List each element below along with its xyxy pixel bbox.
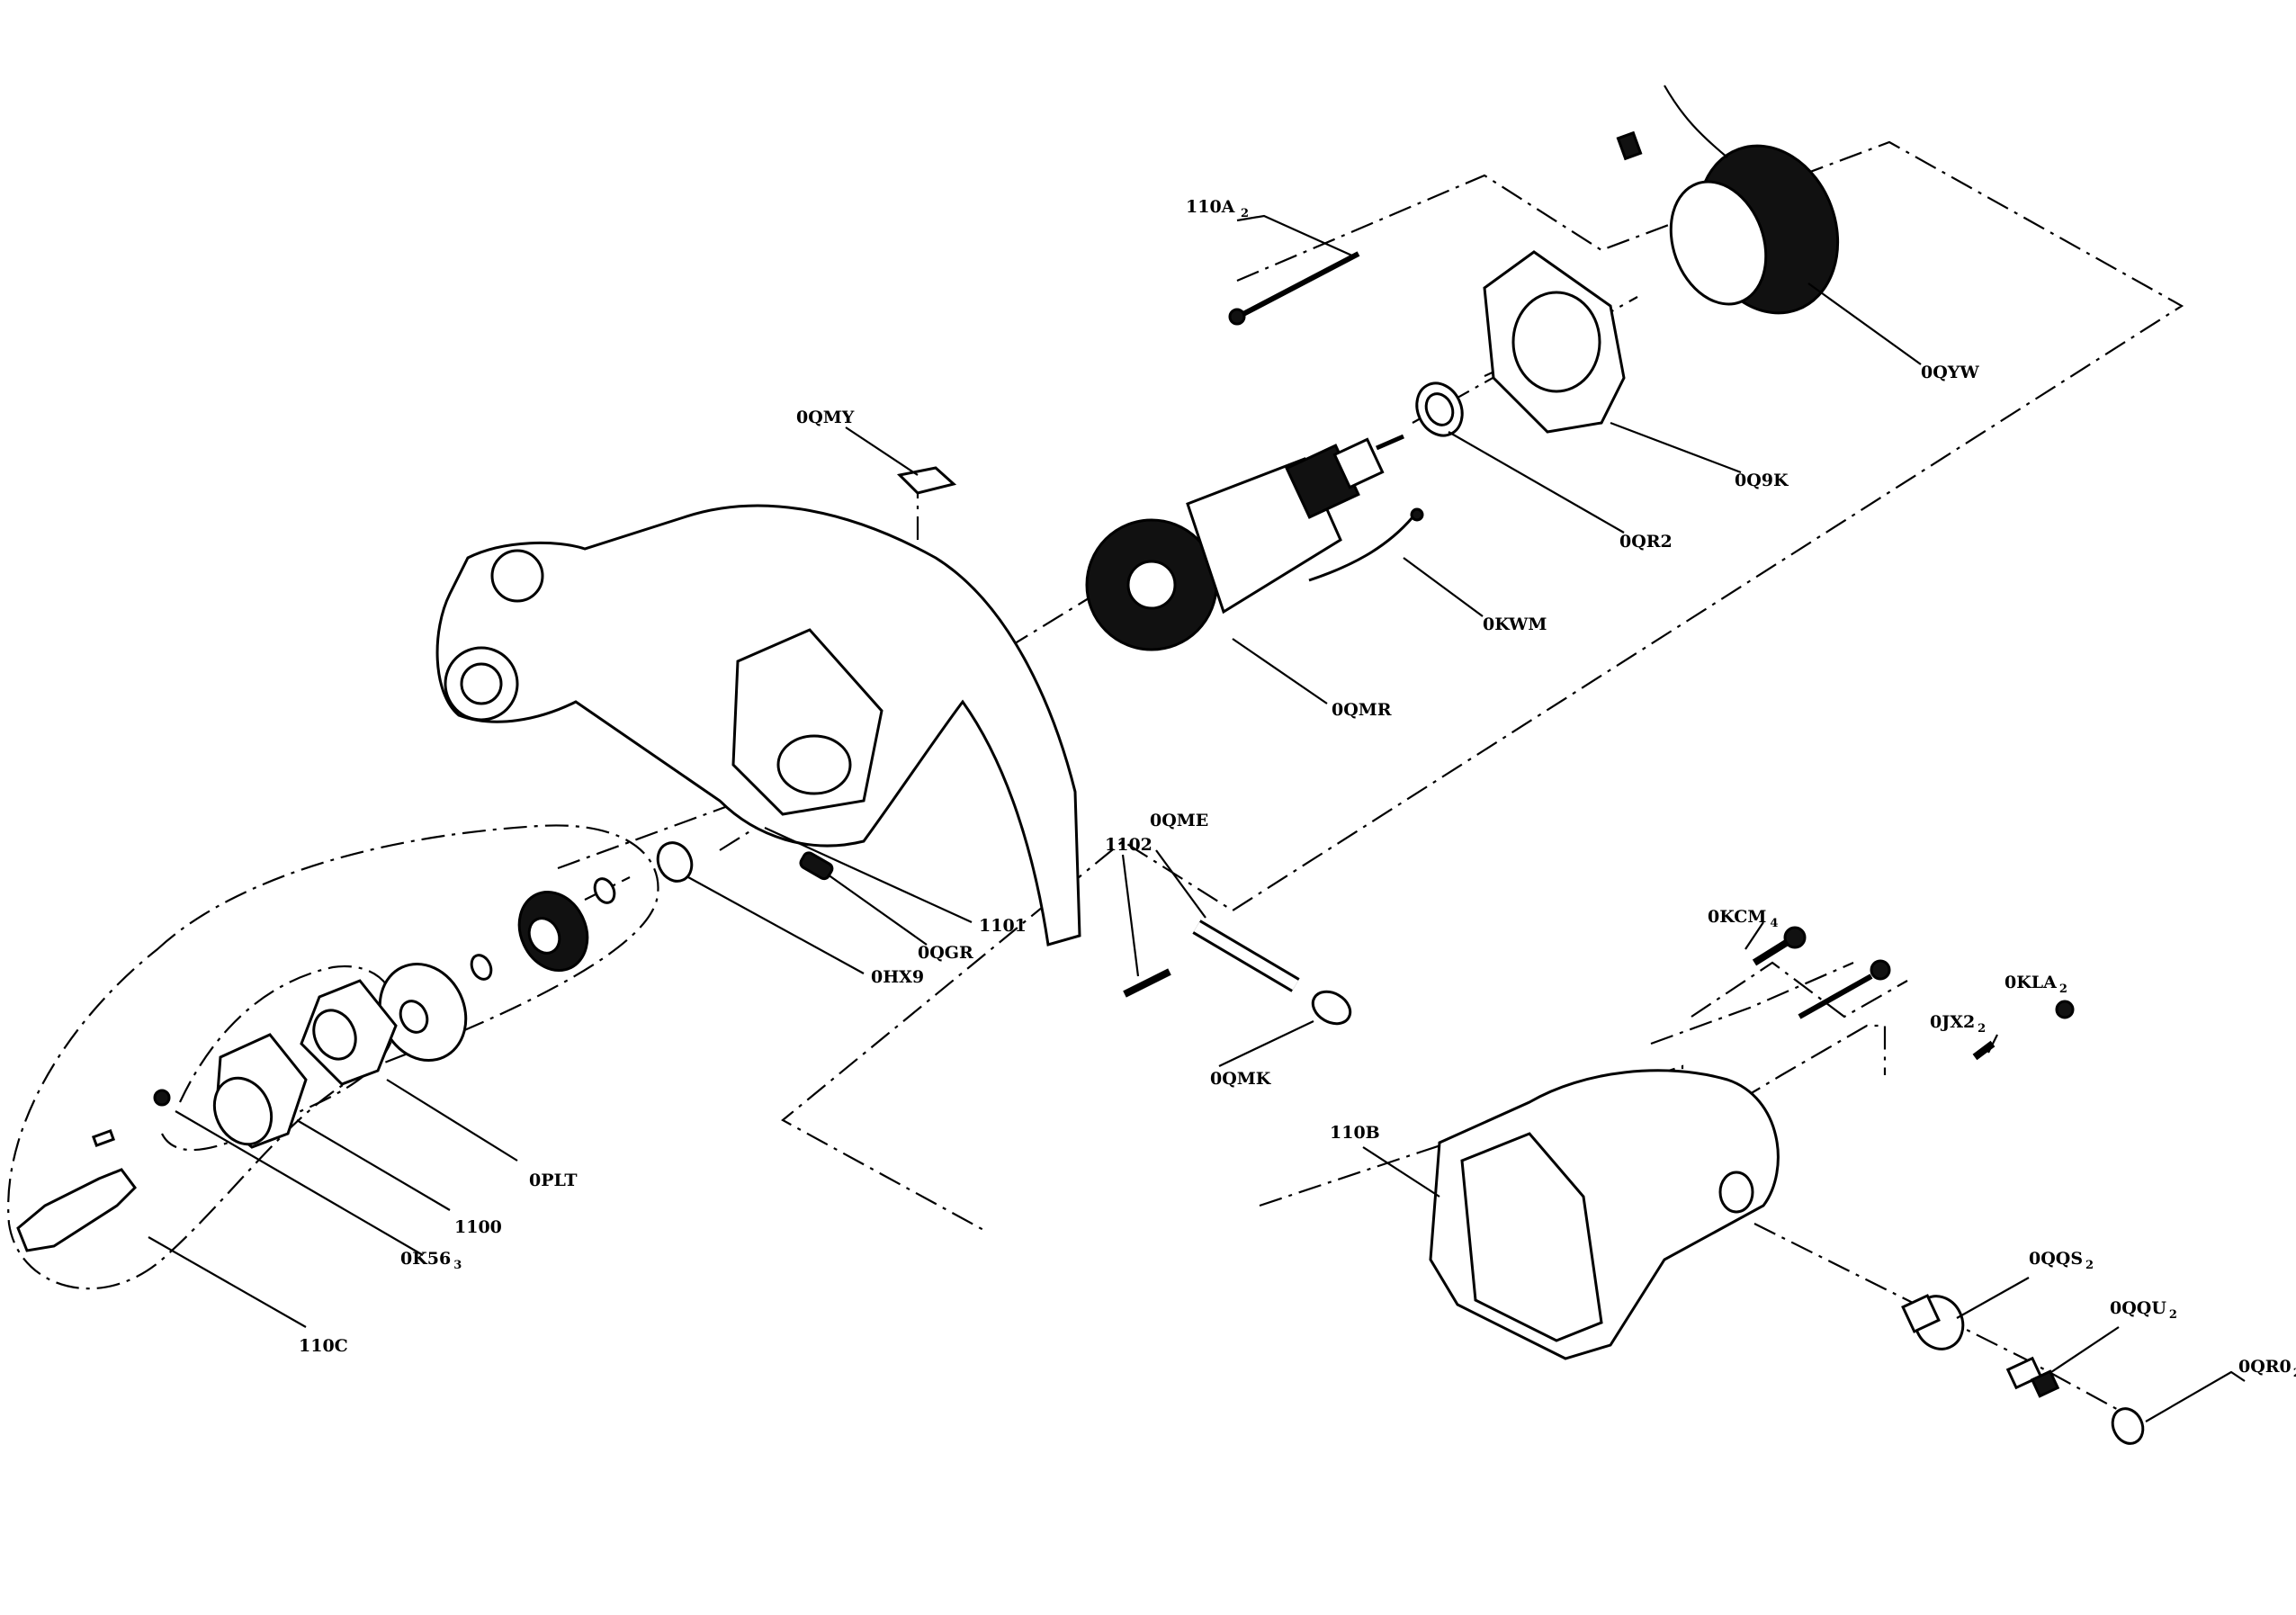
callout-0QME: 0QME xyxy=(1150,811,1208,830)
callout-0QMK: 0QMK xyxy=(1210,1069,1272,1089)
part-callouts: 110A 2 0QYW 0Q9K 0QR2 0QMY 0KWM 0QMR 110… xyxy=(299,197,2296,1380)
callout-110A: 110A 2 xyxy=(1186,197,1249,220)
callout-0PLT: 0PLT xyxy=(529,1171,577,1190)
callout-110C: 110C xyxy=(299,1336,348,1356)
callout-0QR0: 0QR02 xyxy=(2238,1357,2296,1380)
callout-0QYW: 0QYW xyxy=(1921,363,1979,382)
callout-0QMY: 0QMY xyxy=(796,408,855,427)
part-drawings xyxy=(16,85,2145,1445)
callout-1100: 1100 xyxy=(454,1217,502,1237)
callout-0QR2: 0QR2 xyxy=(1619,532,1673,552)
callout-0QMR: 0QMR xyxy=(1332,700,1392,720)
callout-110B: 110B xyxy=(1330,1123,1380,1143)
callout-0KWM: 0KWM xyxy=(1483,615,1547,634)
callout-0HX9: 0HX9 xyxy=(871,967,924,987)
callout-0QGR: 0QGR xyxy=(918,943,973,963)
callout-1102: 1102 xyxy=(1105,835,1152,855)
leader-lines xyxy=(148,214,2246,1422)
callout-1101: 1101 xyxy=(979,916,1027,936)
callout-0Q9K: 0Q9K xyxy=(1735,471,1789,490)
assembly-boundary-lines xyxy=(7,140,2184,1413)
